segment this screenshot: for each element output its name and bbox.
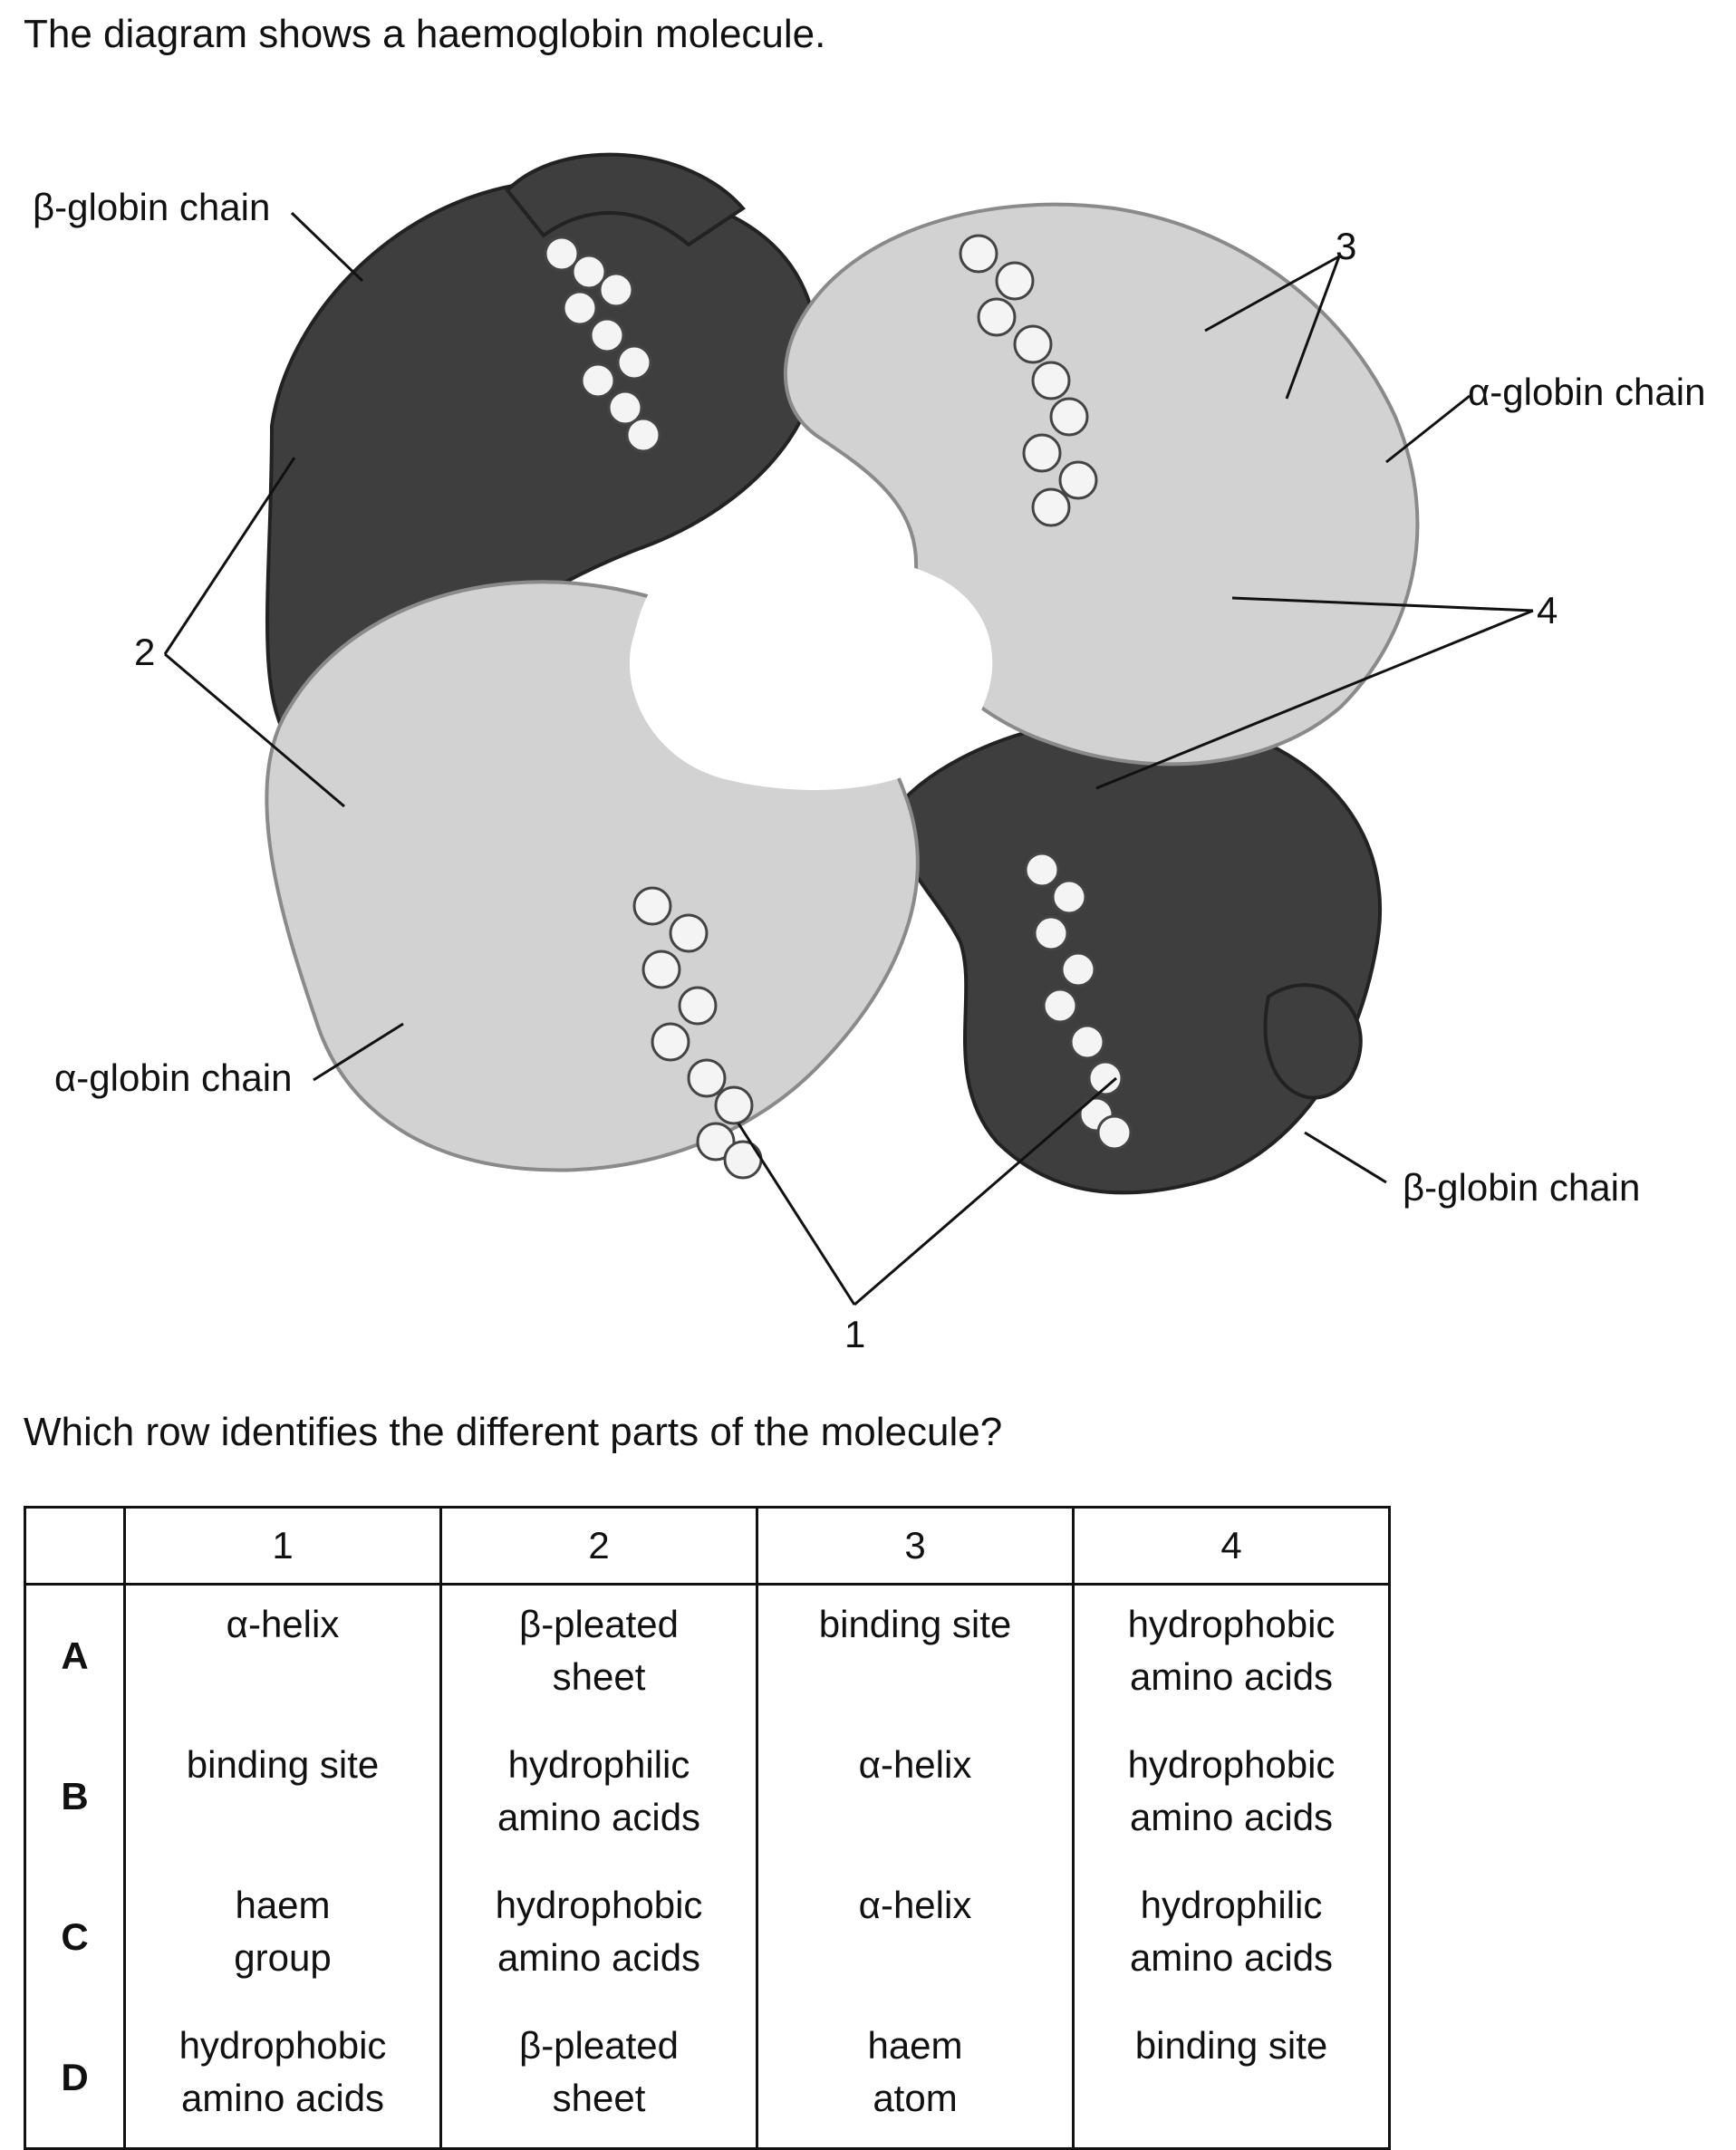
label-beta-globin-top: β-globin chain [33, 186, 270, 228]
label-number-3: 3 [1336, 225, 1356, 267]
haem-group-bottom-right [1024, 852, 1133, 1151]
label-number-2: 2 [134, 631, 155, 673]
table-cell: binding site [123, 1726, 442, 1866]
label-beta-globin-bottom: β-globin chain [1403, 1166, 1640, 1209]
leader-lines [163, 211, 1534, 1306]
row-key: B [24, 1726, 126, 1866]
table-header-2: 2 [439, 1506, 758, 1586]
table-header-blank [24, 1506, 126, 1586]
table-cell: binding site [1072, 2007, 1391, 2150]
question-text: Which row identifies the different parts… [24, 1410, 1003, 1454]
label-alpha-globin-right: α-globin chain [1468, 371, 1705, 413]
label-number-4: 4 [1537, 589, 1558, 632]
row-key: D [24, 2007, 126, 2150]
label-number-1: 1 [844, 1313, 865, 1355]
table-header-row: 1 2 3 4 [24, 1506, 1391, 1586]
label-alpha-globin-left: α-globin chain [54, 1056, 292, 1099]
haem-group-bottom-left [632, 886, 763, 1180]
row-key: A [24, 1584, 126, 1726]
table-cell: binding site [756, 1584, 1075, 1726]
haem-group-top-left [544, 236, 661, 453]
beta-chain-bottom-right [896, 715, 1383, 1195]
table-cell: α-helix [756, 1726, 1075, 1866]
intro-text: The diagram shows a haemoglobin molecule… [24, 12, 826, 56]
central-cavity [629, 542, 993, 790]
table-cell: α-helix [756, 1866, 1075, 2007]
haem-group-top-right [959, 234, 1098, 527]
table-header-4: 4 [1072, 1506, 1391, 1586]
table-header-3: 3 [756, 1506, 1075, 1586]
molecule-illustration [265, 152, 1420, 1195]
haemoglobin-diagram: β-globin chain α-globin chain α-globin c… [33, 152, 1705, 1355]
table-cell: α-helix [123, 1584, 442, 1726]
row-key: C [24, 1866, 126, 2007]
table-header-1: 1 [123, 1506, 442, 1586]
